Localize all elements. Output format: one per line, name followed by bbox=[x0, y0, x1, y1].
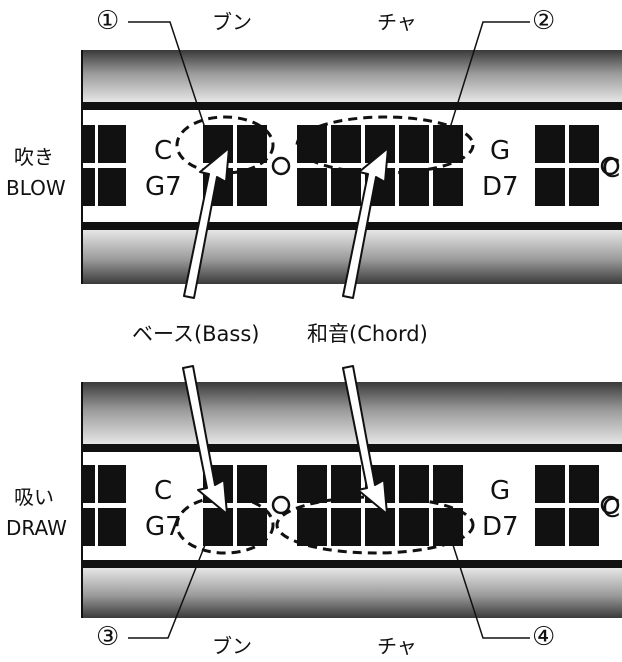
blow-holes-chord bbox=[297, 125, 463, 206]
draw-side-label-jp: 吸い bbox=[14, 485, 54, 509]
leader-2 bbox=[449, 21, 530, 129]
draw-chord-c-right: C bbox=[602, 496, 621, 522]
draw-open-circle-left bbox=[271, 495, 291, 515]
blow-top-rail bbox=[82, 102, 622, 110]
blow-bottom-rail bbox=[82, 222, 622, 230]
top-cha-label: チャ bbox=[377, 10, 417, 34]
leader-1 bbox=[128, 21, 206, 129]
top-bun-label: ブン bbox=[212, 10, 252, 34]
blow-top-band bbox=[82, 50, 622, 102]
draw-open-circle-right bbox=[600, 495, 620, 515]
blow-side-label-en: BLOW bbox=[6, 176, 66, 200]
draw-holes-right bbox=[535, 465, 599, 546]
callout-2: ② bbox=[532, 6, 556, 36]
bottom-cha-label: チャ bbox=[377, 634, 417, 658]
leader-3 bbox=[128, 544, 206, 639]
blow-chord-arrow bbox=[342, 147, 389, 299]
blow-chord-d7: D7 bbox=[482, 172, 519, 202]
blow-open-circle-left bbox=[271, 156, 291, 176]
draw-chord-c: C bbox=[154, 476, 173, 506]
draw-bass-arrow bbox=[182, 365, 228, 515]
blow-open-circle-right bbox=[600, 156, 620, 176]
blow-holes-right bbox=[535, 125, 599, 206]
draw-holes-left bbox=[82, 465, 126, 546]
bass-label: ベース(Bass) bbox=[132, 322, 260, 346]
draw-panel bbox=[81, 365, 622, 618]
leader-4 bbox=[452, 544, 530, 639]
draw-chord-g7: G7 bbox=[145, 512, 182, 542]
draw-bottom-band bbox=[82, 568, 622, 618]
draw-bottom-rail bbox=[82, 560, 622, 568]
draw-chord-d7: D7 bbox=[482, 512, 519, 542]
chord-label: 和音(Chord) bbox=[307, 322, 428, 346]
blow-holes-left bbox=[82, 125, 126, 206]
draw-chord-g: G bbox=[490, 476, 511, 506]
blow-side-label-jp: 吹き bbox=[14, 145, 54, 169]
draw-chord-arrow bbox=[342, 365, 388, 515]
callout-4: ④ bbox=[532, 622, 556, 652]
callout-3: ③ bbox=[96, 622, 120, 652]
blow-panel bbox=[81, 50, 622, 299]
draw-side-label-en: DRAW bbox=[6, 516, 67, 540]
draw-top-rail bbox=[82, 444, 622, 452]
blow-chord-c-right: C bbox=[602, 156, 621, 182]
blow-bass-arrow bbox=[183, 147, 230, 299]
blow-chord-g7: G7 bbox=[145, 172, 182, 202]
callout-1: ① bbox=[96, 6, 120, 36]
blow-chord-c: C bbox=[154, 136, 173, 166]
bottom-bun-label: ブン bbox=[212, 634, 252, 658]
blow-chord-g: G bbox=[490, 136, 511, 166]
